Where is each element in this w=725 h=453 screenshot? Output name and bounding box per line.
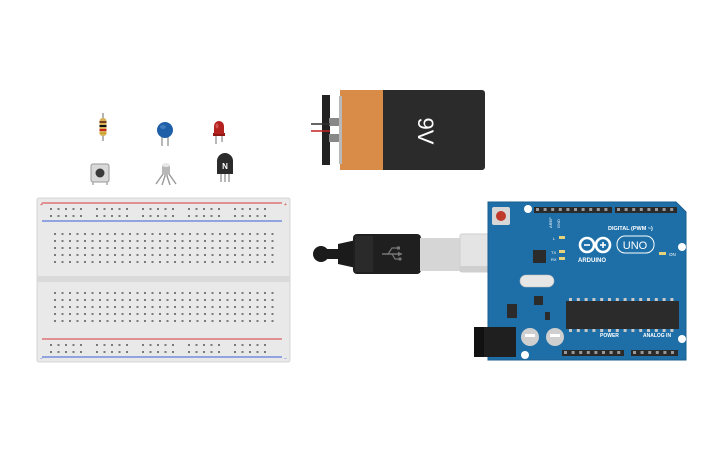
arduino-brand: ARDUINO [578, 258, 606, 264]
usb-cable[interactable] [313, 233, 513, 274]
digital-pins[interactable] [536, 208, 674, 211]
led-component[interactable] [213, 121, 225, 144]
analog-header[interactable] [631, 350, 678, 356]
arduino-model: UNO [623, 240, 648, 252]
breadboard-holes[interactable] [50, 208, 274, 353]
svg-text:+: + [40, 202, 43, 208]
svg-text:+: + [284, 202, 287, 208]
battery-label: 9V [413, 118, 438, 145]
transistor-component[interactable]: N [217, 153, 233, 182]
capacitor-body [157, 122, 173, 138]
led-l-label: L [553, 236, 556, 241]
digital-header[interactable] [534, 207, 612, 213]
gnd-label: GND [556, 219, 561, 228]
arduino-logo-icon [578, 236, 612, 254]
svg-text:−: − [40, 356, 43, 362]
power-header[interactable] [562, 350, 624, 356]
resistor-component[interactable] [99, 113, 107, 141]
power-header-label: POWER [600, 333, 619, 339]
battery-9v[interactable]: 9V [311, 90, 485, 170]
arduino-uno-board[interactable]: DIGITAL (PWM ~) AREF GND L TX RX ARDUINO… [474, 201, 687, 361]
breadboard[interactable]: + + − − [36, 197, 291, 363]
aref-label: AREF [548, 217, 553, 228]
atmega-chip [566, 301, 679, 329]
transistor-label: N [222, 162, 228, 171]
on-led-label: ON [669, 252, 676, 257]
led-tx-label: TX [551, 250, 556, 255]
pushbutton-component[interactable] [90, 163, 110, 185]
digital-header-label: DIGITAL (PWM ~) [608, 226, 653, 232]
svg-text:−: − [284, 356, 287, 362]
analog-header-label: ANALOG IN [643, 333, 671, 339]
capacitor-component[interactable] [157, 122, 173, 146]
rgb-led-component[interactable] [155, 163, 177, 186]
usb-icon [382, 246, 402, 261]
led-rx-label: RX [551, 257, 557, 262]
